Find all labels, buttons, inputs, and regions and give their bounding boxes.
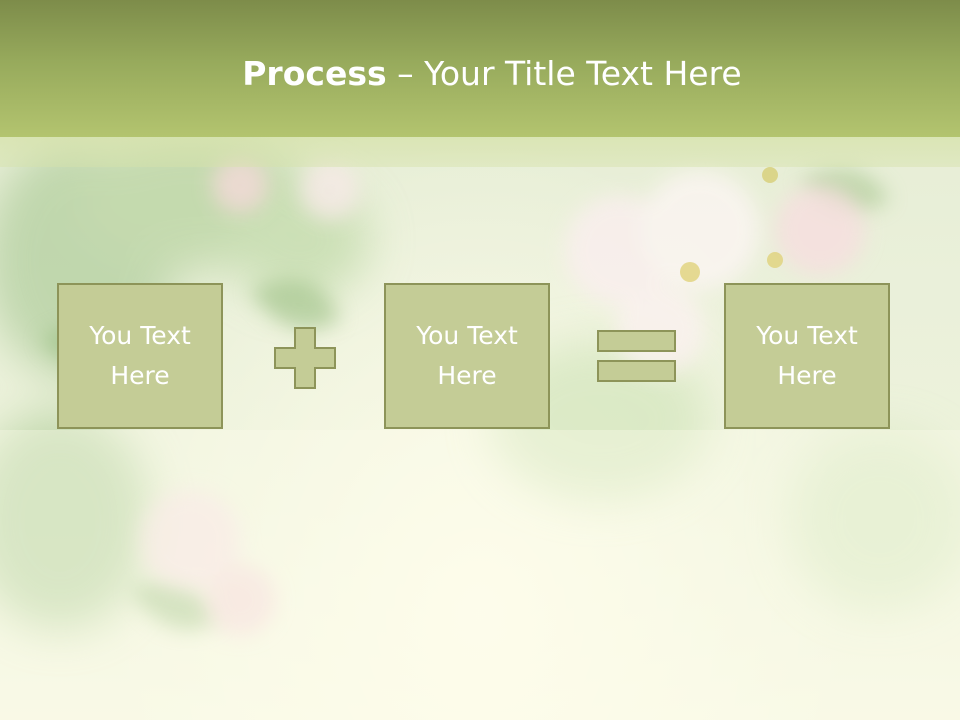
- title-bar: [0, 0, 960, 137]
- process-box-3-text: You Text Here: [756, 321, 858, 390]
- slide-title[interactable]: Process – Your Title Text Here: [0, 54, 960, 94]
- title-bar-glow: [0, 137, 960, 167]
- title-bold: Process: [242, 54, 387, 93]
- process-box-2[interactable]: You Text Here: [384, 283, 550, 429]
- title-rest: – Your Title Text Here: [386, 54, 742, 93]
- process-box-3[interactable]: You Text Here: [724, 283, 890, 429]
- process-box-2-text: You Text Here: [416, 321, 518, 390]
- plus-icon: [274, 327, 336, 389]
- process-box-1-text: You Text Here: [89, 321, 191, 390]
- process-box-1[interactable]: You Text Here: [57, 283, 223, 429]
- equals-icon: [597, 330, 676, 382]
